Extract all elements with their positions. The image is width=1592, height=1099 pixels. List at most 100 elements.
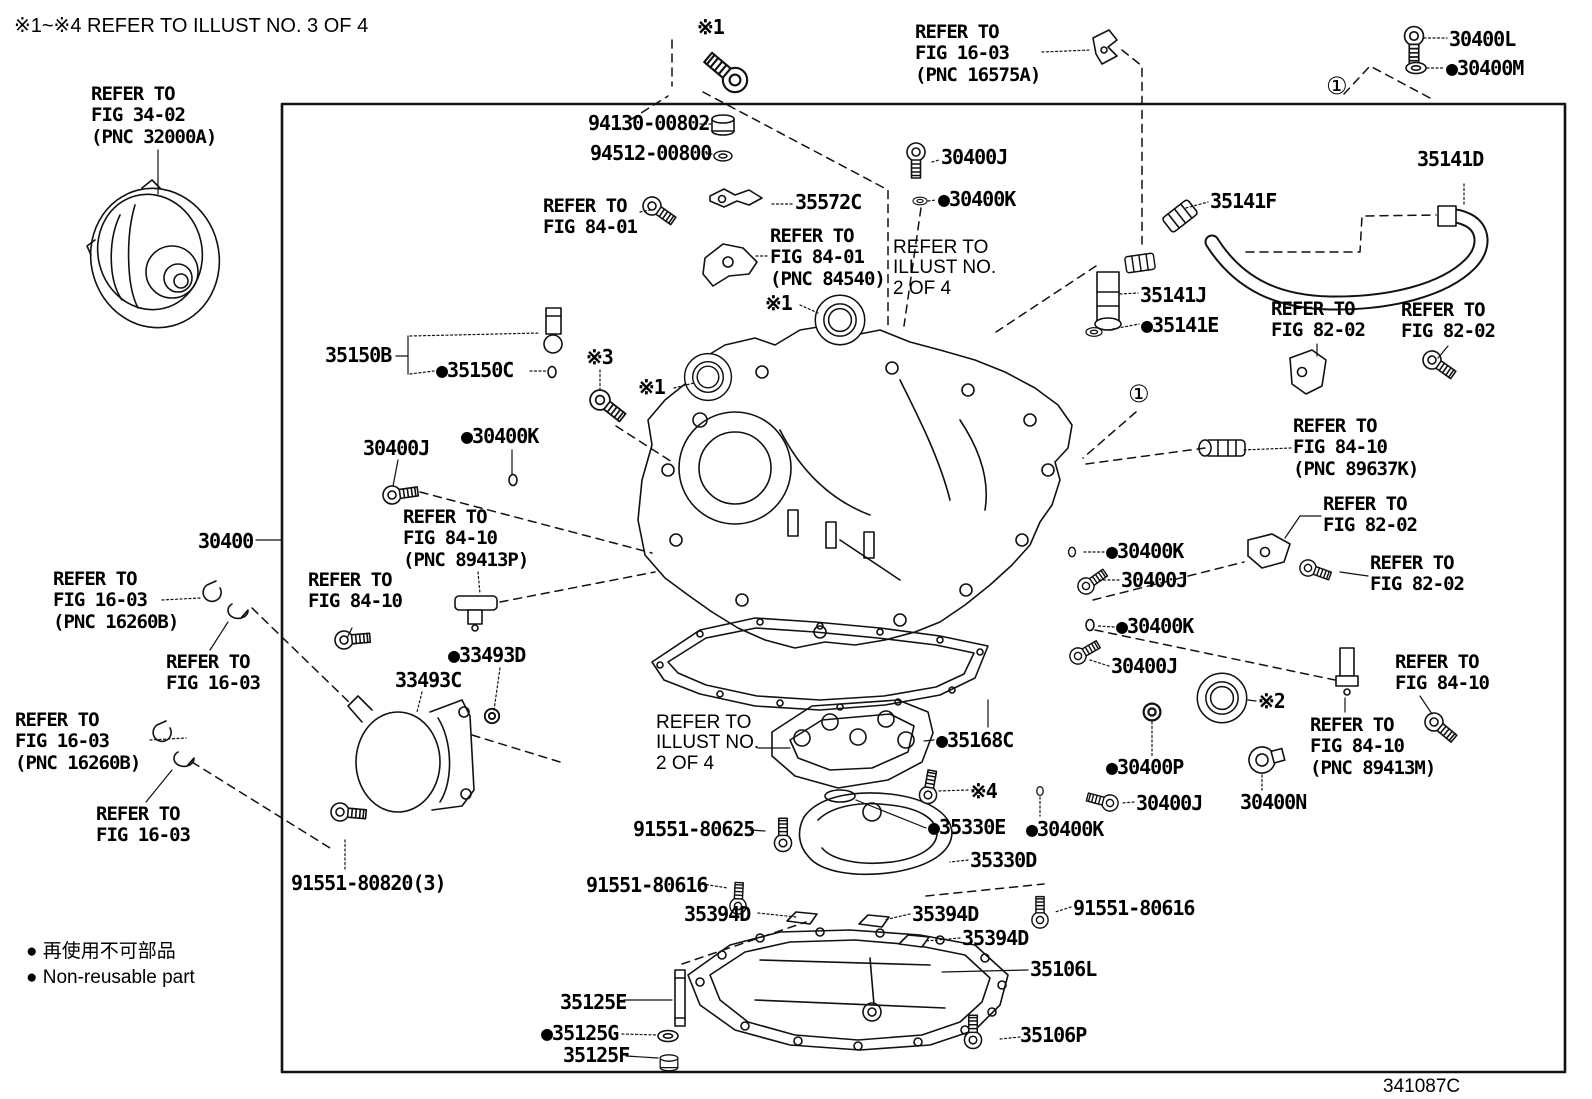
part-label-30400K-mid1: ●30400K: [1106, 539, 1184, 563]
part-label-35125E: 35125E: [560, 990, 627, 1014]
oring-33493D-icon: [483, 707, 501, 725]
bracket-82-02-a-icon: [1289, 349, 1327, 395]
hose-clip-icon-b: [152, 720, 172, 743]
bolt-icon-91551-80820: [329, 801, 368, 825]
construction-lines: [191, 39, 1437, 965]
ref-fig84-01-b: REFER TO FIG 84-01 (PNC 84540): [770, 225, 886, 290]
ref-fig16-03-b: REFER TO FIG 16-03: [96, 803, 191, 847]
part-label-35141D: 35141D: [1417, 147, 1484, 171]
part-label-33493C: 33493C: [395, 668, 462, 692]
stud-35125E-icon: [674, 969, 686, 1027]
marker-sym1-top: ※1: [697, 15, 725, 39]
part-label-35394D-2: 35394D: [912, 902, 979, 926]
ref-fig84-10-89413P: REFER TO FIG 84-10 (PNC 89413P): [403, 506, 529, 571]
part-label-35168C: ●35168C: [936, 728, 1014, 752]
part-label-35106L: 35106L: [1030, 957, 1097, 981]
oring-30400K-top-icon: [912, 196, 928, 206]
washer-30400P-icon: [1142, 702, 1162, 722]
oil-seal-icon-right: [1196, 672, 1248, 724]
part-label-30400J-top: 30400J: [941, 145, 1008, 169]
speed-sensor-35150B-icon: [543, 307, 563, 354]
bolt-icon-30400J-top: [906, 142, 926, 179]
part-label-35125G: ●35125G: [541, 1021, 619, 1045]
oil-strainer-drawing: [798, 789, 953, 876]
part-label-30400L: 30400L: [1449, 27, 1516, 51]
bolt-icon-fig82-02-d: [1296, 556, 1334, 585]
part-label-91551-80616-r: 91551-80616: [1073, 896, 1195, 920]
ref-fig82-02-d: REFER TO FIG 82-02: [1370, 552, 1465, 596]
part-label-91551-80625: 91551-80625: [633, 817, 755, 841]
leader-lines-dotted: [149, 37, 1465, 1040]
bolt-icon-30400J-mid2: [1066, 636, 1104, 668]
drawing-code: 341087C: [1383, 1076, 1461, 1097]
bolt-icon-sym1: [699, 47, 754, 99]
oring-30400K-mid2-icon: [1085, 618, 1095, 632]
case-gasket-drawing: [651, 617, 989, 711]
elbow-pipe-35141J-icon: [1094, 252, 1157, 331]
oil-pan-drawing: [687, 927, 1009, 1051]
hose-clamp-icon-a: [227, 603, 249, 620]
part-label-35394D-1: 35394D: [684, 902, 751, 926]
ref-fig84-10-right: REFER TO FIG 84-10: [1395, 651, 1490, 695]
part-label-35141J: 35141J: [1140, 283, 1207, 307]
clamp-16575A-icon: [1092, 29, 1118, 65]
ref-fig84-01-a: REFER TO FIG 84-01: [543, 195, 638, 239]
diagram-frame: [280, 102, 1567, 1074]
bolt-icon-30400L: [1403, 25, 1425, 65]
part-label-30400K-top: ●30400K: [938, 187, 1016, 211]
bracket-82-02-c-icon: [1247, 533, 1291, 569]
bolt-icon-30400J-bot: [1084, 788, 1121, 814]
callout-circle-1-mid: ①: [1128, 380, 1150, 408]
note-illust-3of4: ※1~※4 REFER TO ILLUST NO. 3 OF 4: [14, 15, 369, 37]
part-label-30400: 30400: [198, 529, 254, 553]
strainer-gasket-35330E-icon: [824, 789, 856, 803]
ref-fig82-02-a: REFER TO FIG 82-02: [1271, 298, 1366, 342]
part-label-35330E: ●35330E: [928, 815, 1006, 839]
plug-30400N-icon: [1245, 740, 1288, 777]
part-label-35572C: 35572C: [795, 190, 862, 214]
marker-sym4: ※4: [970, 779, 998, 803]
ref-fig82-02-b: REFER TO FIG 82-02: [1401, 299, 1496, 343]
ref-fig16-03-top: REFER TO FIG 16-03 (PNC 16575A): [915, 21, 1041, 86]
oring-35150C-icon: [547, 365, 557, 379]
ref-illust2-top: REFER TO ILLUST NO. 2 OF 4: [893, 237, 997, 299]
part-label-35141E: ●35141E: [1141, 313, 1219, 337]
marker-sym1-right: ※1: [765, 291, 793, 315]
hose-union-35141F-icon: [1161, 198, 1199, 234]
bolt-icon-91551-80616-r: [1031, 895, 1049, 929]
part-label-35150B: 35150B: [325, 343, 392, 367]
part-label-30400N: 30400N: [1240, 790, 1307, 814]
hose-clip-icon-a: [202, 580, 222, 603]
part-label-35125F: 35125F: [563, 1043, 630, 1067]
part-label-30400K-mid2: ●30400K: [1116, 614, 1194, 638]
legend-non-reusable-jp: ● 再使用不可部品: [26, 941, 176, 962]
bolt-icon-fig82-02-b: [1418, 346, 1460, 384]
washer-35125G-icon: [657, 1029, 679, 1043]
torque-converter-drawing: [86, 149, 221, 329]
ref-fig84-10-89413M: REFER TO FIG 84-10 (PNC 89413M): [1310, 714, 1436, 779]
hose-end-fitting-icon: [1437, 205, 1457, 227]
bolt-icon-30400J-mid1: [1073, 565, 1111, 599]
ref-fig16-03-16260B-b: REFER TO FIG 16-03 (PNC 16260B): [15, 709, 141, 774]
oring-30400K-mid1-icon: [1067, 546, 1077, 558]
part-label-30400M: ●30400M: [1446, 56, 1524, 80]
part-label-30400K-left: ●30400K: [461, 424, 539, 448]
plug-94130-icon: [711, 114, 735, 136]
callout-circle-1-top: ①: [1326, 72, 1348, 100]
hose-clamp-icon-b: [173, 751, 195, 768]
gasket-35394D-icon-2: [858, 914, 890, 928]
gasket-35394D-icon-1: [786, 911, 818, 925]
oring-30400K-bot-icon: [1036, 785, 1044, 797]
marker-sym3: ※3: [586, 345, 614, 369]
plug-35125F-icon: [659, 1054, 679, 1072]
part-label-35394D-3: 35394D: [962, 926, 1029, 950]
marker-sym2: ※2: [1258, 689, 1286, 713]
bolt-icon-30400J-left: [381, 481, 420, 506]
washer-94512-icon: [713, 150, 733, 162]
gasket-35394D-icon-3: [898, 934, 930, 948]
part-label-94512-00800: 94512-00800: [590, 141, 712, 165]
bolt-icon-fig84-10-left: [333, 627, 372, 651]
sensor-89413P-icon: [454, 595, 498, 632]
